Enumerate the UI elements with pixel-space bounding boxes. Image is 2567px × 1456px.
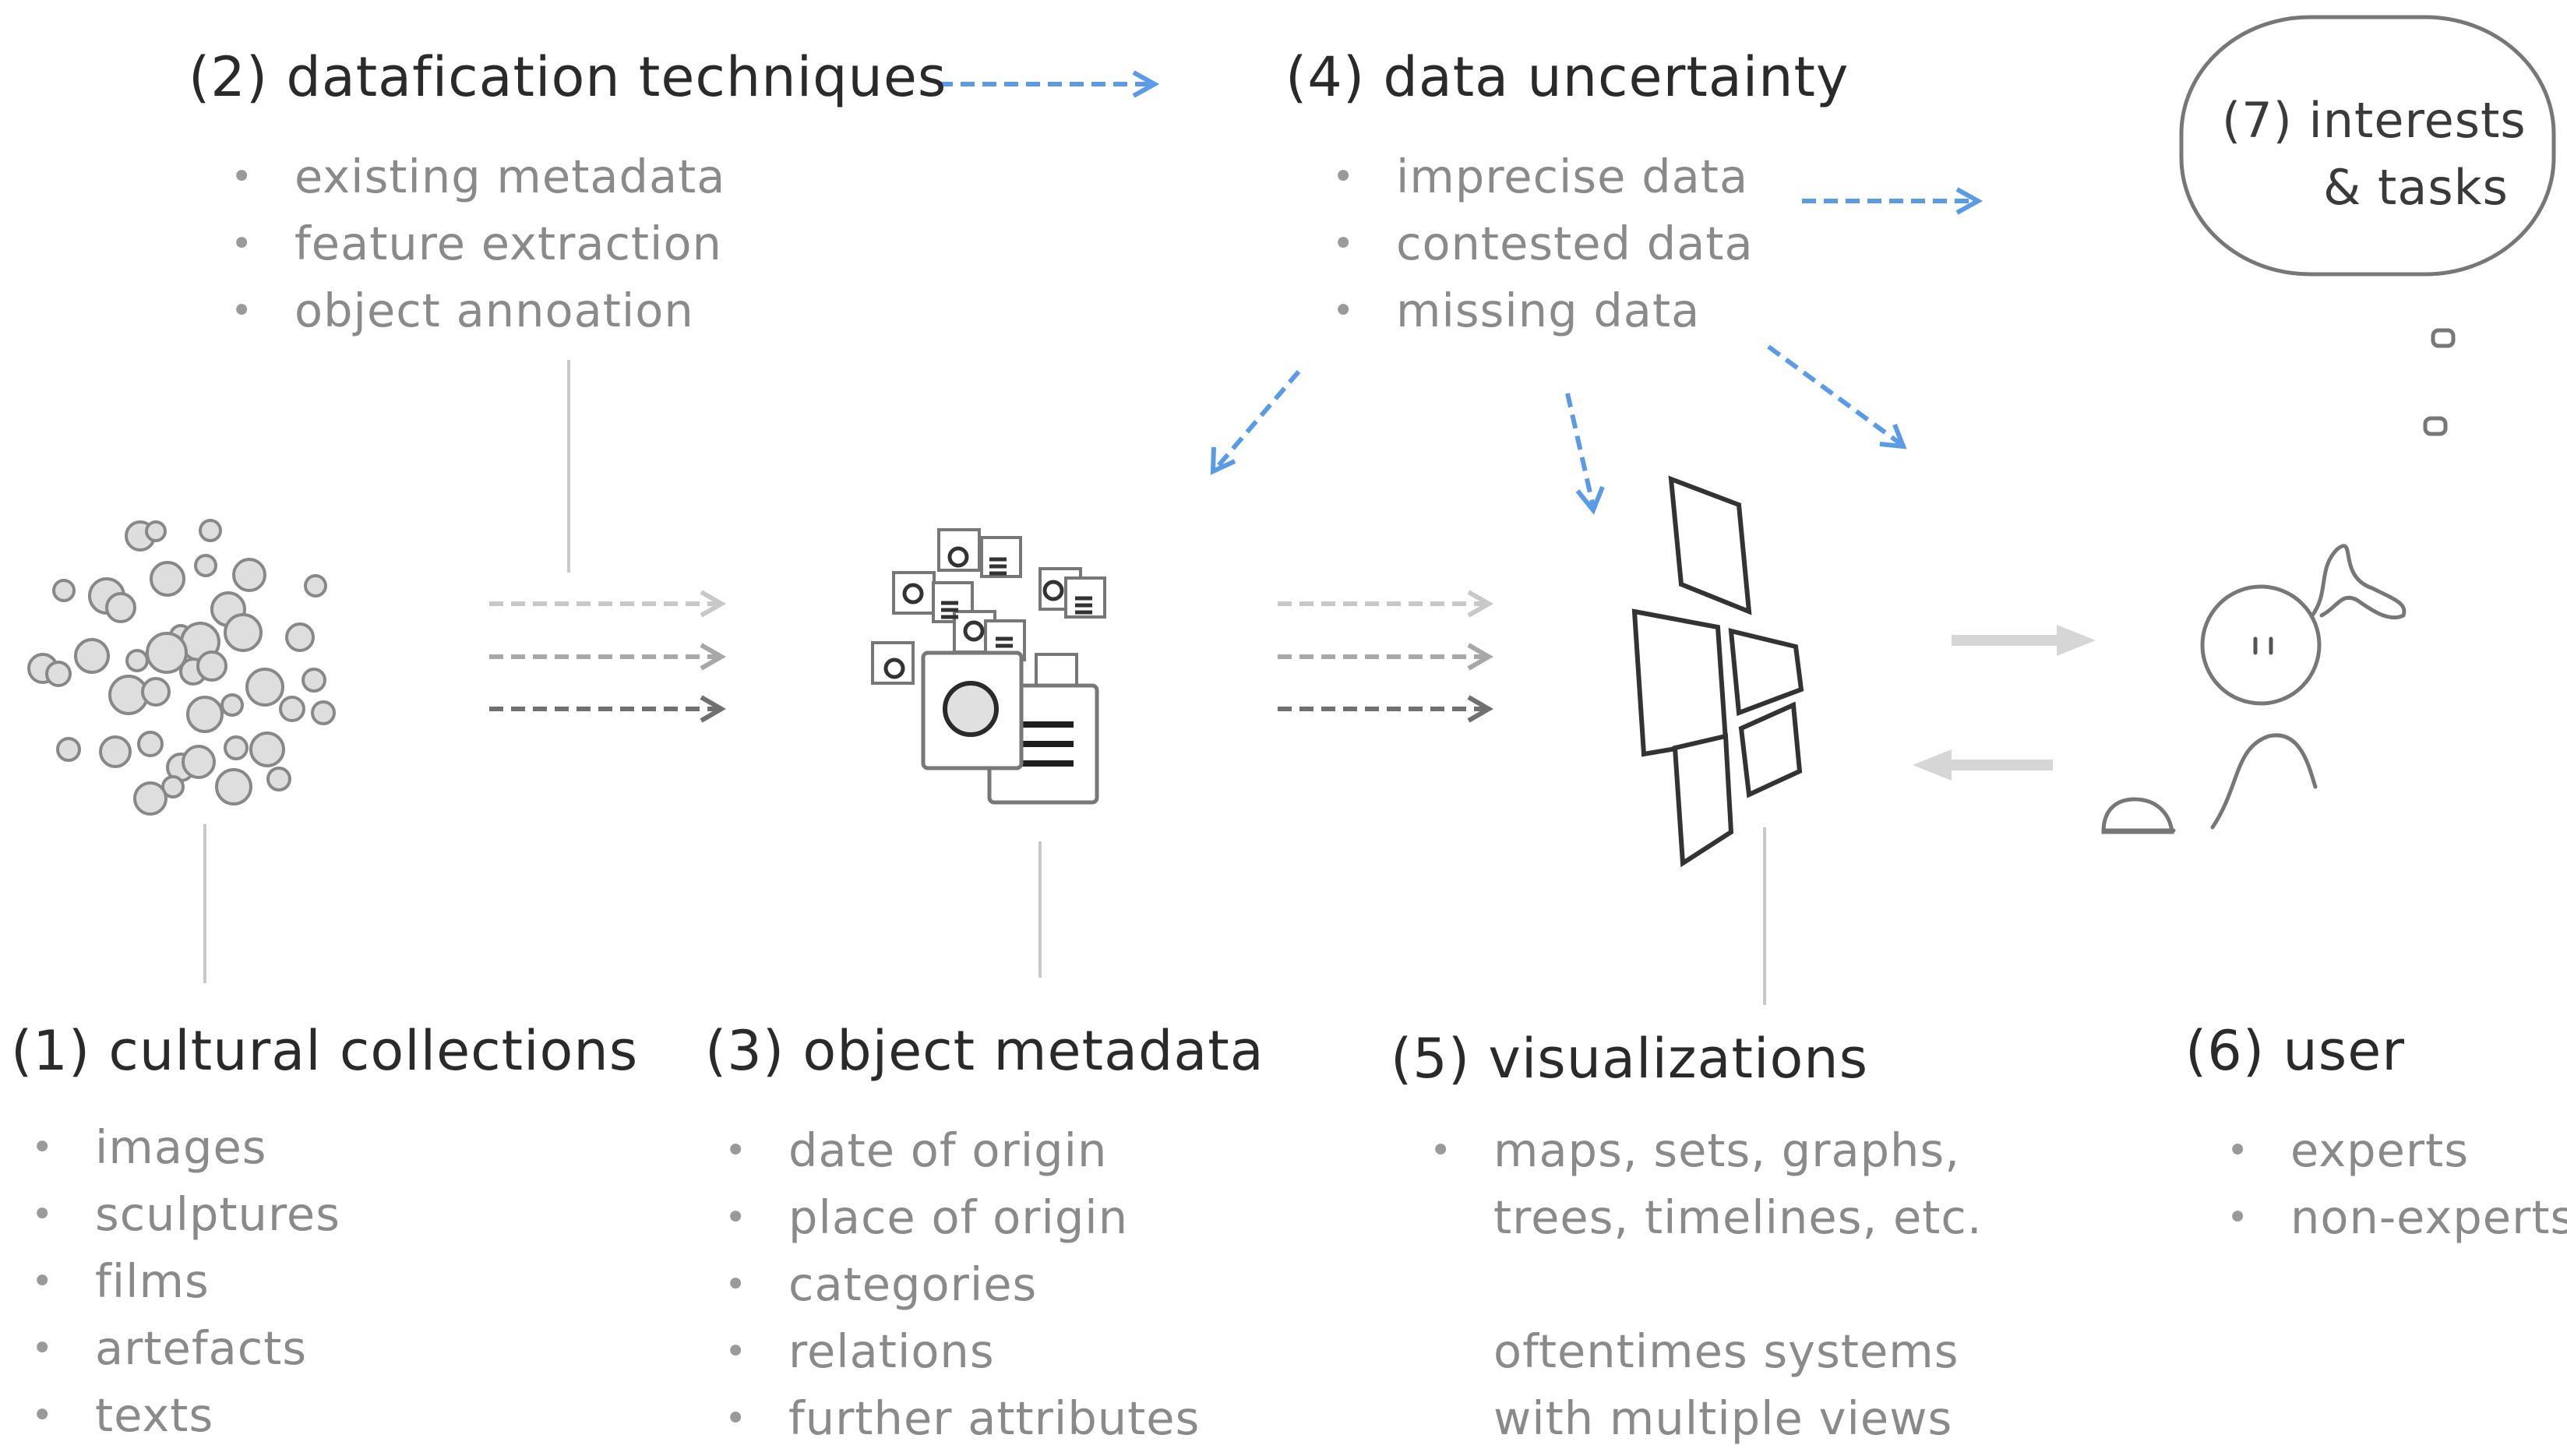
visualizations-items-line-2: trees, timelines, etc. — [1493, 1190, 1983, 1244]
interaction-arrows — [1913, 625, 2096, 781]
visualizations-note-line-2: with multiple views — [1493, 1391, 1953, 1445]
list-item: place of origin — [725, 1184, 1200, 1251]
arrow-uncertainty-to-user — [1767, 344, 1902, 446]
arrow-uncertainty-to-visualization — [1565, 393, 1596, 507]
uncertainty-list: imprecise data contested data missing da… — [1332, 143, 1754, 344]
list-item: artefacts — [31, 1315, 340, 1382]
datafication-list: existing metadata feature extraction obj… — [231, 143, 725, 344]
list-item: maps, sets, graphs, — [1430, 1117, 1960, 1184]
visualizations-heading: (5) visualizations — [1391, 1027, 1869, 1091]
list-item: images — [31, 1114, 340, 1181]
list-item: relations — [725, 1318, 1200, 1385]
list-item: existing metadata — [231, 143, 725, 210]
arrows-collections-to-metadata — [489, 590, 727, 723]
uncertainty-arrows — [939, 70, 1983, 515]
collections-list: images sculptures films artefacts texts — [31, 1114, 340, 1449]
metadata-cards-icon — [871, 528, 1106, 805]
list-item: contested data — [1332, 210, 1754, 277]
collections-heading: (1) cultural collections — [11, 1019, 639, 1083]
thought-bubble-icon — [2179, 15, 2556, 436]
circles-cluster-icon — [27, 519, 336, 816]
list-item: sculptures — [31, 1181, 340, 1248]
user-list: experts non-experts — [2227, 1117, 2567, 1251]
list-item: object annoation — [231, 277, 725, 344]
arrow-uncertainty-to-metadata — [1215, 370, 1301, 469]
interests-line-1: (7) interests — [2222, 92, 2526, 149]
datafication-heading: (2) datafication techniques — [189, 45, 947, 109]
list-item: further attributes — [725, 1385, 1200, 1452]
list-item: experts — [2227, 1117, 2567, 1184]
list-item: missing data — [1332, 277, 1754, 344]
arrows-metadata-to-visualizations — [1278, 590, 1494, 723]
visualizations-list: maps, sets, graphs, — [1430, 1117, 1960, 1184]
uncertainty-heading: (4) data uncertainty — [1285, 45, 1849, 109]
visualizations-note-line-1: oftentimes systems — [1493, 1324, 1959, 1378]
user-figure-icon — [2101, 544, 2407, 834]
list-item: date of origin — [725, 1117, 1200, 1184]
visualizations-note: trees, timelines, etc. oftentimes system… — [1493, 1184, 1983, 1452]
visualization-panels-icon — [1631, 475, 1804, 868]
interests-line-2: & tasks — [2323, 159, 2509, 216]
metadata-heading: (3) object metadata — [705, 1019, 1264, 1083]
list-item: non-experts — [2227, 1184, 2567, 1251]
list-item: feature extraction — [231, 210, 725, 277]
user-heading: (6) user — [2185, 1019, 2406, 1083]
list-item: imprecise data — [1332, 143, 1754, 210]
list-item: texts — [31, 1382, 340, 1449]
metadata-list: date of origin place of origin categorie… — [725, 1117, 1200, 1452]
list-item: films — [31, 1248, 340, 1315]
list-item: categories — [725, 1251, 1200, 1318]
